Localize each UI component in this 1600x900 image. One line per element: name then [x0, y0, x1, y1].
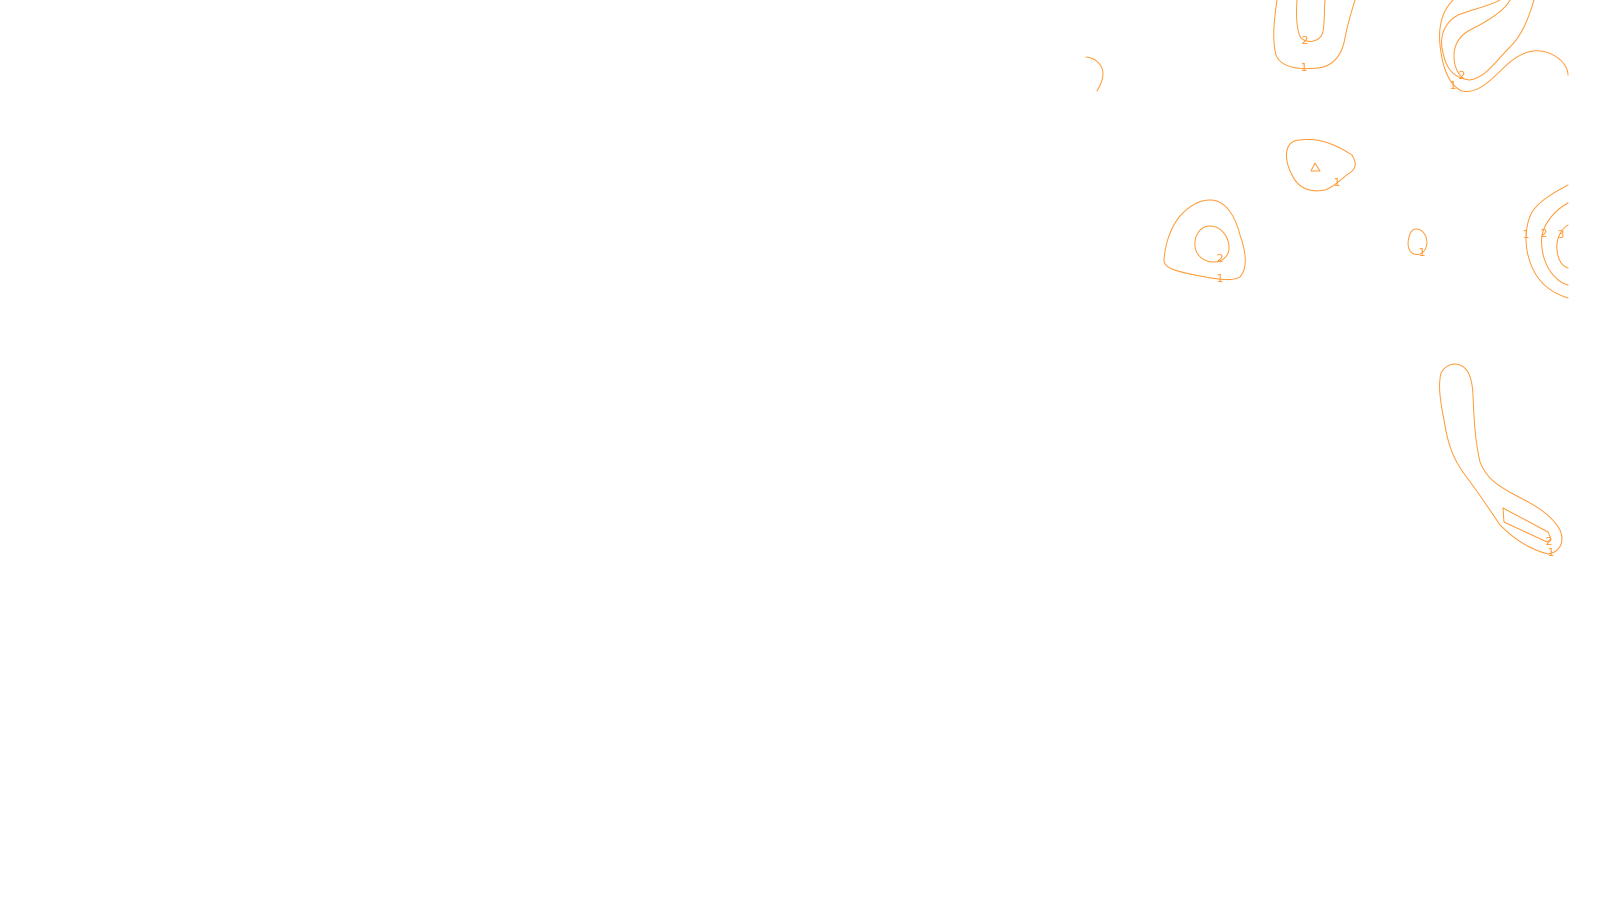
contour-label: 1	[1450, 79, 1457, 92]
contour-line-top-right-level-2	[1441, 0, 1535, 81]
contour-label: 2	[1459, 69, 1466, 82]
contour-line-right-edge-level-1	[1525, 184, 1569, 299]
contour-line-small-arc	[1085, 56, 1104, 92]
contour-line-right-edge-level-3	[1556, 224, 1569, 269]
contour-label: 2	[1546, 535, 1553, 548]
contour-line-center-peak-summit	[1310, 162, 1321, 172]
contour-line-top-lobe-level-2	[1296, 0, 1326, 42]
contour-line-top-right-level-1	[1439, 0, 1569, 92]
contour-line-lower-ridge-level-2	[1502, 507, 1552, 543]
contour-label: 1	[1217, 272, 1224, 285]
contour-line-lower-ridge-level-1	[1439, 363, 1563, 555]
contour-label: 2	[1302, 34, 1309, 47]
contour-label: 2	[1217, 252, 1224, 265]
contour-label: 1	[1334, 176, 1341, 189]
contour-label: 1	[1301, 61, 1308, 74]
contour-label: 2	[1541, 227, 1548, 240]
contour-label: 1	[1548, 546, 1555, 559]
contour-label: 3	[1558, 228, 1565, 241]
contour-line-top-lobe-level-1	[1273, 0, 1356, 70]
contour-line-left-hill-level-2	[1194, 225, 1230, 263]
contour-label: 1	[1419, 246, 1426, 259]
contour-line-right-edge-level-2	[1541, 202, 1569, 286]
contour-line-center-peak-level-1	[1286, 138, 1356, 192]
contour-line-top-right-inner	[1453, 0, 1511, 79]
contour-line-left-hill-level-1	[1163, 199, 1246, 281]
contour-line-small-ring-level-1	[1407, 228, 1428, 255]
contour-label: 1	[1523, 228, 1530, 241]
